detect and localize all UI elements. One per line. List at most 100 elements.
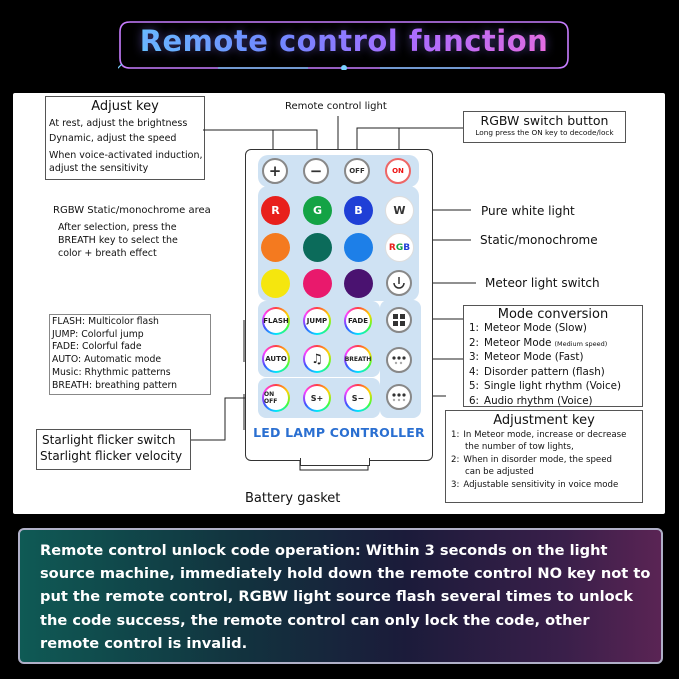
mode-item-text: Meteor Mode (Fast) bbox=[484, 351, 584, 363]
effect-line: BREATH: breathing pattern bbox=[52, 379, 178, 391]
adjustment-text: Adjustable sensitivity in voice mode bbox=[463, 480, 619, 490]
mode-item-text: Audio rhythm (Voice) bbox=[484, 394, 593, 407]
adjust-key-box: Adjust key At rest, adjust the brightnes… bbox=[45, 96, 205, 180]
adjustment-number: 3: bbox=[451, 480, 460, 490]
off-button[interactable]: OFF bbox=[344, 158, 370, 184]
color-key[interactable] bbox=[261, 269, 290, 298]
color-key[interactable] bbox=[344, 233, 373, 262]
title-frame bbox=[118, 21, 569, 70]
effects-box: FLASH: Multicolor flash JUMP: Colorful j… bbox=[49, 314, 211, 395]
adjustment-text: When in disorder mode, the speed bbox=[463, 455, 612, 465]
mode-item-number: 1: bbox=[469, 322, 480, 334]
music-button[interactable]: ♫ bbox=[303, 345, 331, 373]
mode-item-text: Single light rhythm (Voice) bbox=[484, 380, 622, 392]
adjustment-title: Adjustment key bbox=[493, 413, 595, 428]
meteor-switch-label: Meteor light switch bbox=[485, 276, 600, 290]
mode-item-number: 3: bbox=[469, 351, 480, 363]
adjustment-item: 3:Adjustable sensitivity in voice mode bbox=[451, 480, 642, 492]
adjust-key-title: Adjust key bbox=[91, 99, 159, 114]
breath-button[interactable]: BREATH bbox=[344, 345, 372, 373]
mode-item-note: (Medium speed) bbox=[554, 339, 608, 348]
color-key[interactable] bbox=[261, 233, 290, 262]
static-mono-label: Static/monochrome bbox=[480, 233, 598, 247]
mode-item-number: 2: bbox=[469, 336, 480, 349]
adjust-key-line: adjust the sensitivity bbox=[49, 163, 149, 174]
color-key[interactable] bbox=[303, 269, 332, 298]
effect-line: FADE: Colorful fade bbox=[52, 341, 142, 353]
stars-up-icon bbox=[392, 356, 406, 365]
grid-icon bbox=[393, 314, 405, 326]
jump-button[interactable]: JUMP bbox=[303, 307, 331, 335]
mode-item: 6: Audio rhythm (Voice) bbox=[469, 395, 642, 410]
adjust-key-line: Dynamic, adjust the speed bbox=[49, 133, 177, 144]
mode-title: Mode conversion bbox=[497, 307, 609, 322]
adjustment-text: In Meteor mode, increase or decrease bbox=[463, 430, 627, 440]
adjust-key-line: When voice-activated induction, bbox=[49, 150, 203, 161]
brightness-up-button[interactable]: + bbox=[262, 158, 288, 184]
effect-line: Music: Rhythmic patterns bbox=[52, 366, 171, 378]
mode-item-number: 4: bbox=[469, 365, 480, 378]
effect-line: JUMP: Colorful jump bbox=[52, 328, 144, 340]
mode-item-text: Meteor Mode bbox=[484, 336, 552, 349]
adjust-down-button[interactable] bbox=[386, 384, 412, 410]
mode-item: 5: Single light rhythm (Voice) bbox=[469, 380, 642, 395]
mode-conversion-box: Mode conversion 1: Meteor Mode (Slow) 2: Me… bbox=[463, 305, 643, 407]
starlight-velocity-label: Starlight flicker velocity bbox=[40, 449, 183, 463]
mode-item-text: Meteor Mode (Slow) bbox=[484, 322, 587, 334]
effect-line: AUTO: Automatic mode bbox=[52, 354, 162, 366]
color-key[interactable] bbox=[344, 269, 373, 298]
color-key[interactable]: B bbox=[344, 196, 373, 225]
rgbw-switch-subtitle: Long press the ON key to decode/lock bbox=[475, 128, 614, 137]
page-title: Remote control function bbox=[118, 24, 570, 58]
starlight-switch-button[interactable]: ON OFF bbox=[262, 384, 290, 412]
color-key[interactable]: R bbox=[261, 196, 290, 225]
adjustment-text-cont: can be adjusted bbox=[465, 466, 534, 477]
mode-item-text: Disorder pattern (flash) bbox=[484, 365, 605, 378]
speed-down-button[interactable]: S− bbox=[344, 384, 372, 412]
auto-button[interactable]: AUTO bbox=[262, 345, 290, 373]
battery-gasket-label: Battery gasket bbox=[245, 491, 341, 506]
effect-line: FLASH: Multicolor flash bbox=[52, 316, 159, 327]
adjustment-number: 1: bbox=[451, 430, 460, 440]
mode-list: 1: Meteor Mode (Slow) 2: Meteor Mode(Medium… bbox=[464, 322, 642, 409]
remote-light-label: Remote control light bbox=[285, 101, 387, 112]
adjust-up-button[interactable] bbox=[386, 347, 412, 373]
adjustment-number: 2: bbox=[451, 455, 460, 465]
adjust-key-line: At rest, adjust the brightness bbox=[49, 118, 188, 129]
mode-button[interactable] bbox=[386, 307, 412, 333]
speed-up-button[interactable]: S+ bbox=[303, 384, 331, 412]
brand-label: LED LAMP CONTROLLER bbox=[253, 425, 425, 440]
battery-tab bbox=[300, 458, 370, 466]
mode-item: 4: Disorder pattern (flash) bbox=[469, 366, 642, 381]
meteor-switch-button[interactable] bbox=[386, 270, 412, 296]
mode-item: 1: Meteor Mode (Slow) bbox=[469, 322, 642, 337]
unlock-instructions: Remote control unlock code operation: Wi… bbox=[40, 542, 651, 652]
breath-note-box: After selection, press the BREATH key to… bbox=[56, 221, 193, 263]
rgbw-switch-title: RGBW switch button bbox=[480, 113, 609, 128]
color-key[interactable]: G bbox=[303, 196, 332, 225]
mode-item-number: 5: bbox=[469, 380, 480, 392]
starlight-switch-label: Starlight flicker switch bbox=[42, 433, 176, 447]
pure-white-label: Pure white light bbox=[481, 204, 575, 218]
meteor-icon bbox=[393, 277, 405, 289]
color-key[interactable] bbox=[303, 233, 332, 262]
adjustment-text-cont: the number of tow lights, bbox=[465, 441, 574, 452]
mode-item-number: 6: bbox=[469, 394, 480, 407]
header bbox=[0, 0, 679, 92]
brightness-down-button[interactable]: − bbox=[303, 158, 329, 184]
fade-button[interactable]: FADE bbox=[344, 307, 372, 335]
breath-note-text: After selection, press the BREATH key to… bbox=[58, 222, 178, 259]
stars-down-icon bbox=[392, 393, 406, 402]
unlock-panel bbox=[18, 528, 663, 664]
on-button[interactable]: ON bbox=[385, 158, 411, 184]
adjustment-key-box: Adjustment key 1:In Meteor mode, increas… bbox=[445, 410, 643, 503]
flash-button[interactable]: FLASH bbox=[262, 307, 290, 335]
color-key[interactable]: W bbox=[385, 196, 414, 225]
mode-item: 2: Meteor Mode(Medium speed) bbox=[469, 337, 642, 352]
rgbw-switch-box: RGBW switch button Long press the ON key… bbox=[463, 111, 626, 143]
mode-item: 3: Meteor Mode (Fast) bbox=[469, 351, 642, 366]
